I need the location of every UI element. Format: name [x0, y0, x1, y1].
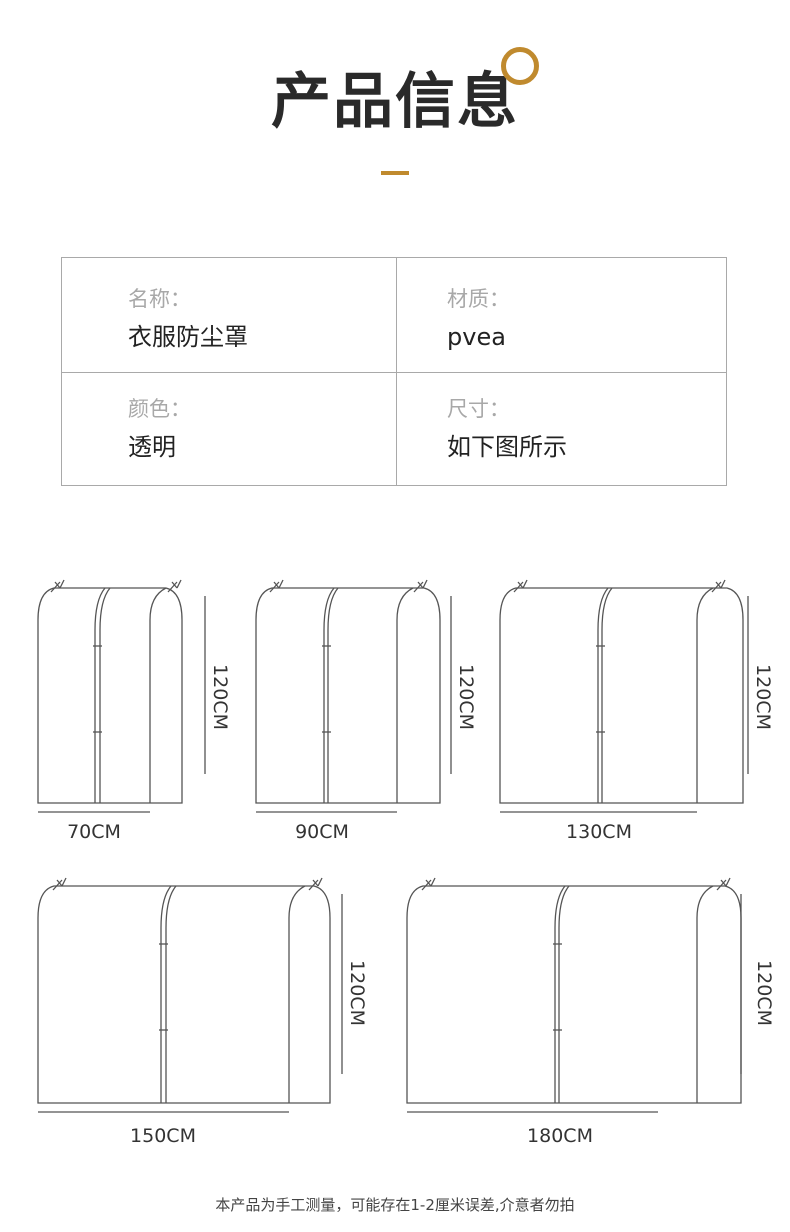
ring-decoration — [501, 47, 539, 85]
spec-cell-size: 尺寸： 如下图所示 — [447, 396, 567, 462]
spec-value: 如下图所示 — [447, 433, 567, 461]
garment-cover-drawings — [37, 579, 749, 1113]
height-label-150: 120CM — [346, 960, 368, 1026]
garment-cover-70 — [37, 579, 206, 813]
measurement-note: 本产品为手工测量，可能存在1-2厘米误差,介意者勿拍 — [215, 1196, 575, 1214]
spec-value: pvea — [447, 323, 506, 351]
page-title: 产品信息 — [271, 67, 519, 137]
width-label-180: 180CM — [527, 1125, 593, 1147]
spec-cell-material: 材质： pvea — [447, 286, 510, 352]
table-divider-horizontal — [62, 372, 726, 373]
spec-cell-color: 颜色： 透明 — [128, 396, 191, 462]
height-label-90: 120CM — [455, 664, 477, 730]
accent-bar — [381, 171, 409, 175]
width-label-150: 150CM — [130, 1125, 196, 1147]
spec-value: 透明 — [128, 433, 176, 461]
garment-cover-150 — [37, 877, 343, 1113]
size-diagrams: 70CM 120CM 90CM 120CM 130CM 120CM 150CM … — [0, 560, 790, 1160]
garment-cover-90 — [255, 579, 452, 813]
spec-value: 衣服防尘罩 — [128, 323, 248, 351]
spec-label: 材质： — [447, 287, 510, 311]
height-label-130: 120CM — [752, 664, 774, 730]
spec-table: 名称： 衣服防尘罩 材质： pvea 颜色： 透明 尺寸： 如下图所示 — [61, 257, 727, 486]
spec-label: 尺寸： — [447, 397, 510, 421]
garment-cover-180 — [406, 877, 742, 1113]
width-label-130: 130CM — [566, 821, 632, 843]
table-divider-vertical — [396, 258, 397, 485]
spec-label: 名称： — [128, 287, 191, 311]
width-label-90: 90CM — [295, 821, 349, 843]
height-label-70: 120CM — [209, 664, 231, 730]
spec-cell-name: 名称： 衣服防尘罩 — [128, 286, 248, 352]
garment-cover-130 — [499, 579, 749, 813]
height-label-180: 120CM — [753, 960, 775, 1026]
spec-label: 颜色： — [128, 397, 191, 421]
width-label-70: 70CM — [67, 821, 121, 843]
